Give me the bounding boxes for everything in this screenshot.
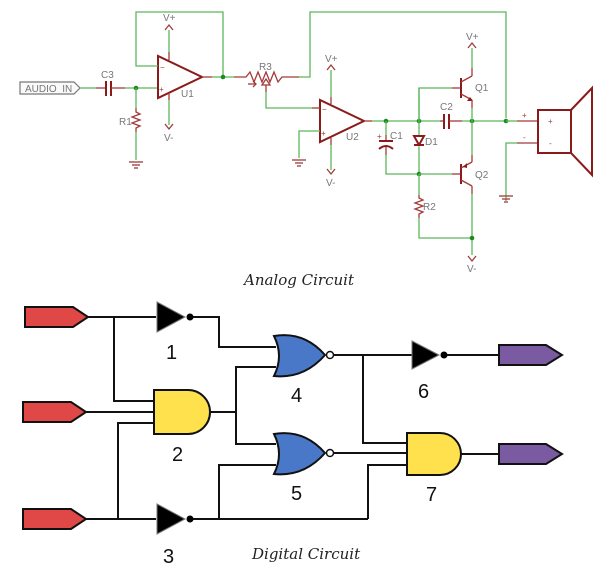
input-2 (22, 401, 88, 423)
gate-1-label: 1 (166, 342, 177, 364)
c2-label: C2 (440, 102, 453, 113)
gate-4-label: 4 (291, 385, 302, 407)
junction (220, 74, 226, 80)
gate-2-label: 2 (172, 444, 183, 466)
r2-label: R2 (423, 202, 436, 213)
potentiometer-r3: R3 (234, 62, 299, 92)
u2-label: U2 (346, 132, 359, 143)
gate-5-label: 5 (291, 483, 302, 505)
gate-3-not: 3 (156, 503, 194, 568)
q2-vneg-label: V- (467, 264, 476, 275)
capacitor-c1: + C1 (377, 121, 419, 175)
u1-label: U1 (181, 89, 194, 100)
svg-text:−: − (322, 105, 327, 114)
input-3 (22, 508, 88, 530)
capacitor-c3: C3 (96, 70, 125, 96)
svg-text:−: − (160, 63, 165, 72)
opamp-u2: − + U2 V+ V- (312, 54, 367, 189)
gate-7-and: 7 (406, 432, 462, 506)
r1-label: R1 (119, 117, 132, 128)
ground-symbol (129, 161, 143, 169)
digital-circuit: 1 2 4 5 3 (22, 301, 564, 568)
q1-vpos-label: V+ (466, 32, 479, 43)
gate-7-label: 7 (426, 484, 437, 506)
analog-caption: Analog Circuit (242, 271, 355, 289)
digital-caption: Digital Circuit (251, 545, 361, 563)
svg-text:+: + (377, 132, 382, 141)
c3-label: C3 (101, 70, 114, 81)
analog-circuit: AUDIO_IN C3 R1 − + U1 (19, 11, 593, 289)
ground-symbol (292, 159, 306, 167)
u1-vpos-label: V+ (163, 13, 176, 24)
gate-2-and: 2 (153, 389, 211, 466)
svg-text:+: + (159, 85, 164, 94)
d1-label: D1 (425, 137, 438, 148)
u2-vpos-label: V+ (325, 54, 338, 65)
svg-text:+: + (522, 111, 527, 120)
gate-5-nor: 5 (272, 432, 335, 505)
speaker: + - + - (505, 85, 593, 201)
gate-1-not: 1 (156, 301, 194, 364)
gate-6-label: 6 (418, 381, 429, 403)
svg-text:-: - (523, 133, 526, 142)
gate-3-label: 3 (163, 546, 174, 568)
svg-text:+: + (548, 117, 553, 126)
diode-d1: D1 (412, 88, 438, 174)
audio-in-label: AUDIO_IN (25, 84, 72, 95)
r3-label: R3 (259, 62, 272, 73)
audio-in-port: AUDIO_IN (19, 81, 81, 95)
gate-6-not: 6 (411, 340, 448, 403)
gate-4-nor: 4 (272, 334, 335, 407)
q1-label: Q1 (475, 83, 489, 94)
capacitor-c2: C2 (440, 102, 462, 129)
resistor-r2: R2 (413, 174, 472, 239)
q2-label: Q2 (475, 170, 489, 181)
svg-text:-: - (549, 139, 552, 148)
resistor-r1: R1 (119, 88, 142, 160)
u2-vneg-label: V- (326, 178, 335, 189)
transistor-q1: V+ Q1 (418, 32, 489, 121)
c1-label: C1 (390, 131, 403, 142)
input-1 (24, 306, 90, 328)
u1-vneg-label: V- (164, 133, 173, 144)
opamp-u1: − + U1 V+ V- (157, 13, 205, 144)
ground-symbol (499, 195, 513, 203)
transistor-q2: Q2 (419, 121, 489, 255)
junction (469, 235, 475, 241)
svg-text:+: + (321, 129, 326, 138)
output-2 (498, 443, 564, 465)
output-1 (498, 344, 564, 366)
